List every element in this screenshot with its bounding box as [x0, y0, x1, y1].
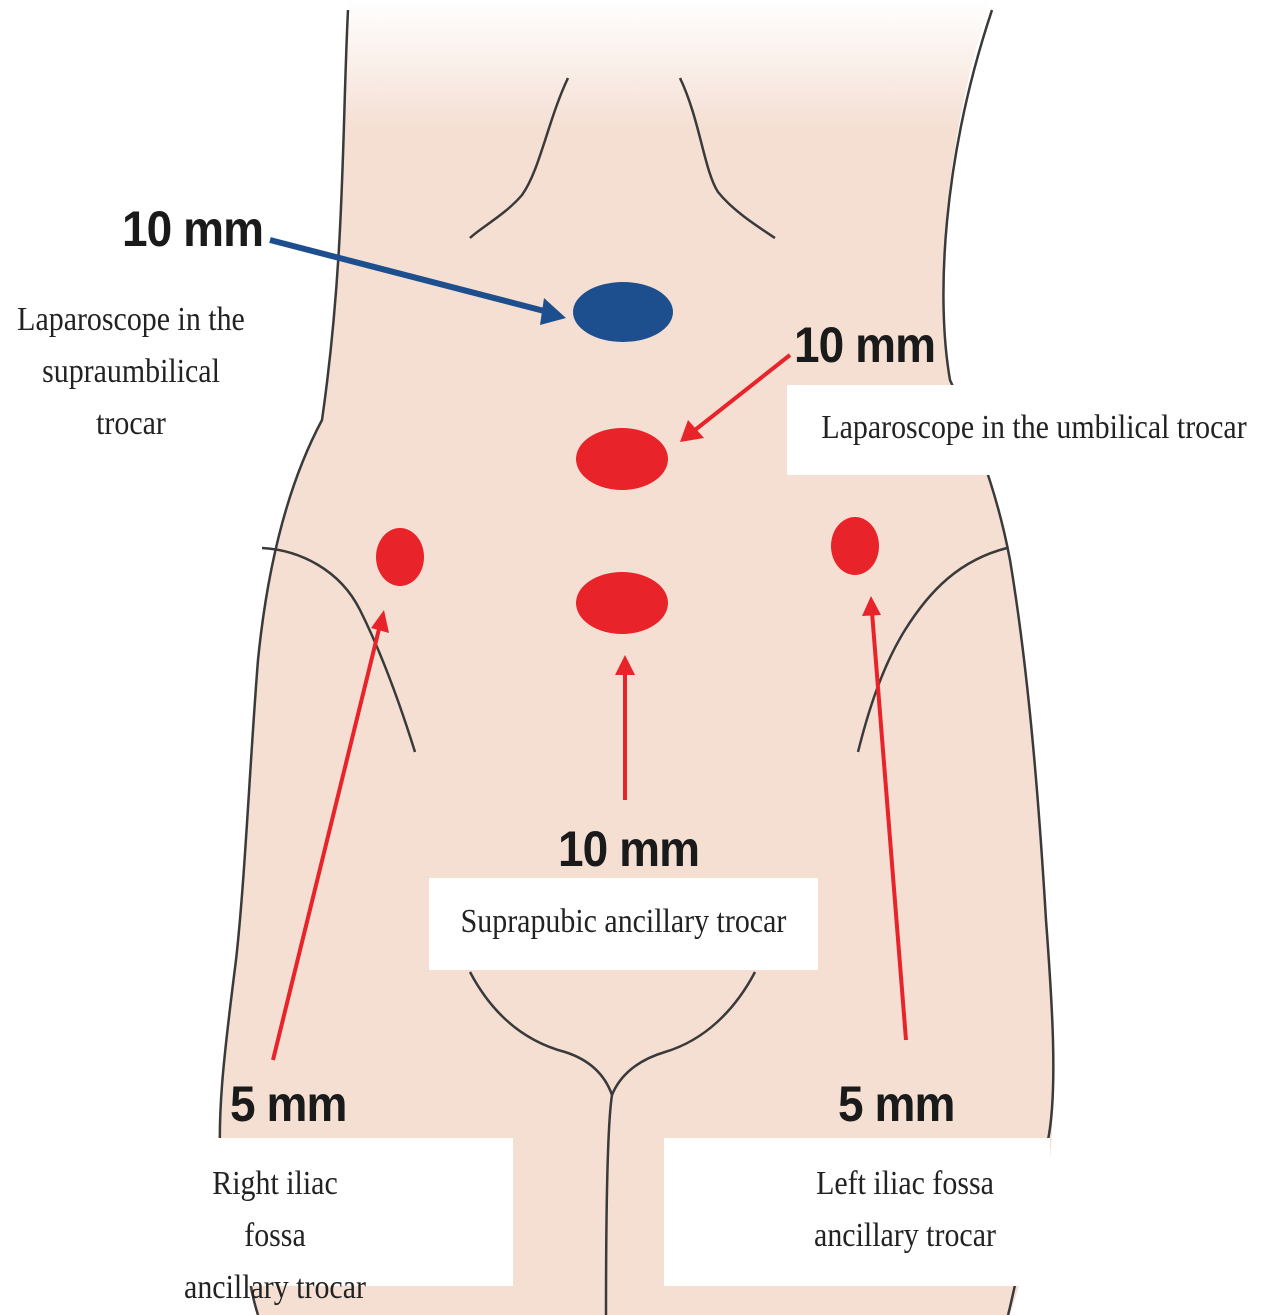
trocar-marker-umbilical	[576, 428, 668, 490]
caption-right-iliac: Right iliac fossa ancillary trocar	[183, 1158, 368, 1314]
trocar-marker-left-iliac	[831, 517, 879, 575]
caption-left-iliac: Left iliac fossa ancillary trocar	[813, 1158, 998, 1262]
trocar-marker-supraumbilical	[573, 282, 673, 342]
size-label-umbilical: 10 mm	[794, 316, 935, 374]
size-label-supraumbilical: 10 mm	[122, 200, 263, 258]
caption-umbilical: Laparoscope in the umbilical trocar	[817, 402, 1252, 454]
size-label-left-iliac: 5 mm	[838, 1075, 954, 1133]
trocar-marker-suprapubic	[576, 572, 668, 634]
caption-suprapubic: Suprapubic ancillary trocar	[452, 896, 794, 948]
size-label-right-iliac: 5 mm	[230, 1075, 346, 1133]
trocar-marker-right-iliac	[376, 528, 424, 586]
size-label-suprapubic: 10 mm	[558, 820, 699, 878]
caption-supraumbilical: Laparoscope in the supraumbilical trocar	[16, 294, 247, 450]
